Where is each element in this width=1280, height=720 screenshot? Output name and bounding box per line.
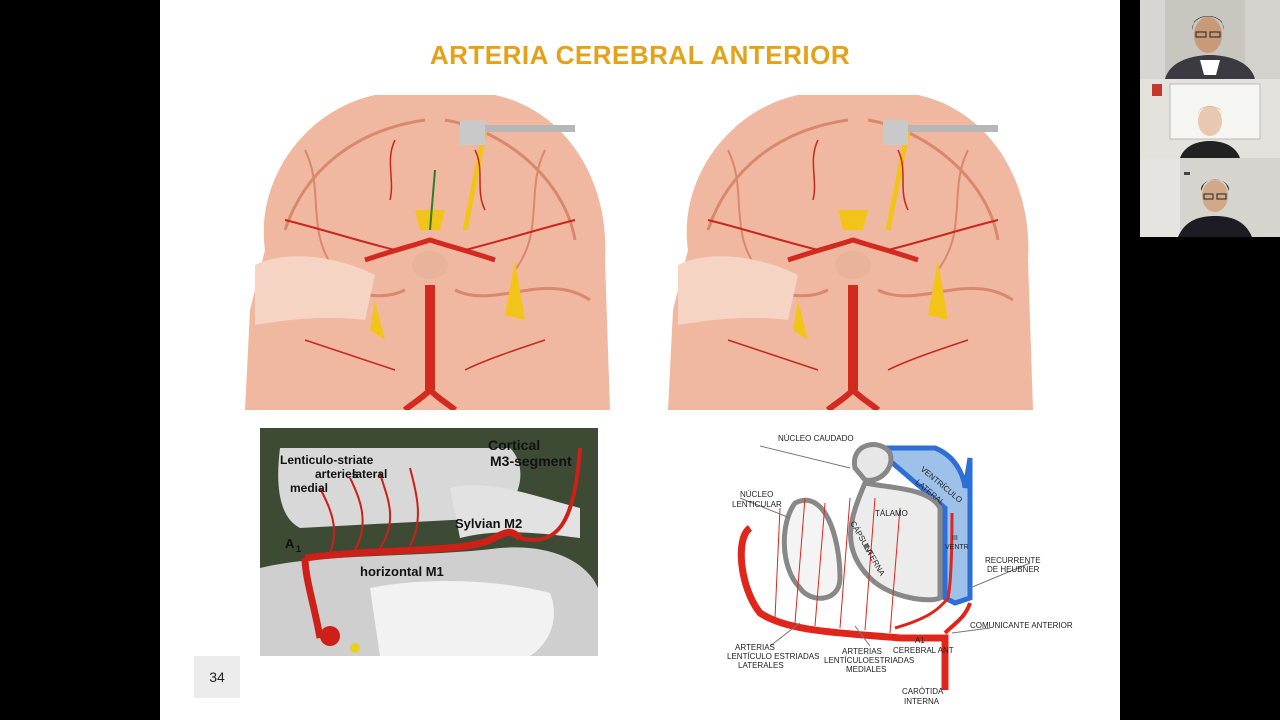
label-nucleo-caudado: NÚCLEO CAUDADO bbox=[778, 434, 854, 443]
brain-base-illustration-left bbox=[245, 90, 613, 410]
label-sylvian-m2: Sylvian M2 bbox=[455, 516, 522, 531]
brain-base-illustration-right bbox=[668, 90, 1036, 410]
label-recurrente: RECURRENTE bbox=[985, 556, 1041, 565]
participant-video-1[interactable] bbox=[1140, 0, 1280, 79]
label-arteries: arteries bbox=[315, 467, 359, 481]
label-cortical: Cortical bbox=[488, 437, 540, 453]
basal-ganglia-schematic: NÚCLEO CAUDADO VENTRÍCULO LATERAL NÚCLEO… bbox=[690, 428, 1075, 713]
label-nucleo: NÚCLEO bbox=[740, 490, 773, 499]
label-lenticulo-striate: Lenticulo-striate bbox=[280, 453, 374, 467]
slide-page-number: 34 bbox=[194, 656, 240, 698]
label-ventr: VENTR bbox=[945, 544, 969, 551]
label-carotida-interna: INTERNA bbox=[904, 697, 940, 706]
label-arterias-laterales-1: ARTERIAS bbox=[735, 643, 775, 652]
participant-video-3[interactable] bbox=[1140, 158, 1280, 237]
label-lateral: lateral bbox=[352, 467, 387, 481]
label-medial: medial bbox=[290, 481, 328, 495]
label-arterias-mediales-3: MEDIALES bbox=[846, 665, 886, 674]
label-iii: III bbox=[952, 535, 958, 542]
participant-video-2[interactable] bbox=[1140, 79, 1280, 158]
participant-video-strip bbox=[1140, 0, 1280, 240]
label-arterias-laterales-2: LENTÍCULO ESTRIADAS bbox=[727, 652, 819, 661]
slide-title: ARTERIA CEREBRAL ANTERIOR bbox=[429, 40, 851, 70]
label-carotida: CARÓTIDA bbox=[902, 687, 944, 696]
label-horizontal-m1: horizontal M1 bbox=[360, 564, 444, 579]
lenticulostriate-angio-illustration: Lenticulo-striate arteries medial latera… bbox=[260, 428, 598, 656]
label-talamo: TÁLAMO bbox=[875, 509, 908, 518]
label-arterias-laterales-3: LATERALES bbox=[738, 661, 784, 670]
label-arterias-mediales-1: ARTERIAS bbox=[842, 647, 882, 656]
label-de-heubner: DE HEUBNER bbox=[987, 565, 1040, 574]
label-arterias-mediales-2: LENTÍCULOESTRIADAS bbox=[824, 656, 914, 665]
label-lenticular: LENTICULAR bbox=[732, 500, 782, 509]
label-a1-sub: 1 bbox=[296, 544, 301, 554]
presentation-slide: ARTERIA CEREBRAL ANTERIOR bbox=[160, 0, 1120, 720]
label-a1-diagram: A1 bbox=[915, 636, 925, 645]
label-comunicante-anterior: COMUNICANTE ANTERIOR bbox=[970, 621, 1073, 630]
label-a1: A bbox=[285, 536, 295, 551]
label-cerebral-ant: CEREBRAL ANT bbox=[893, 646, 954, 655]
label-m3-segment: M3-segment bbox=[490, 453, 572, 469]
